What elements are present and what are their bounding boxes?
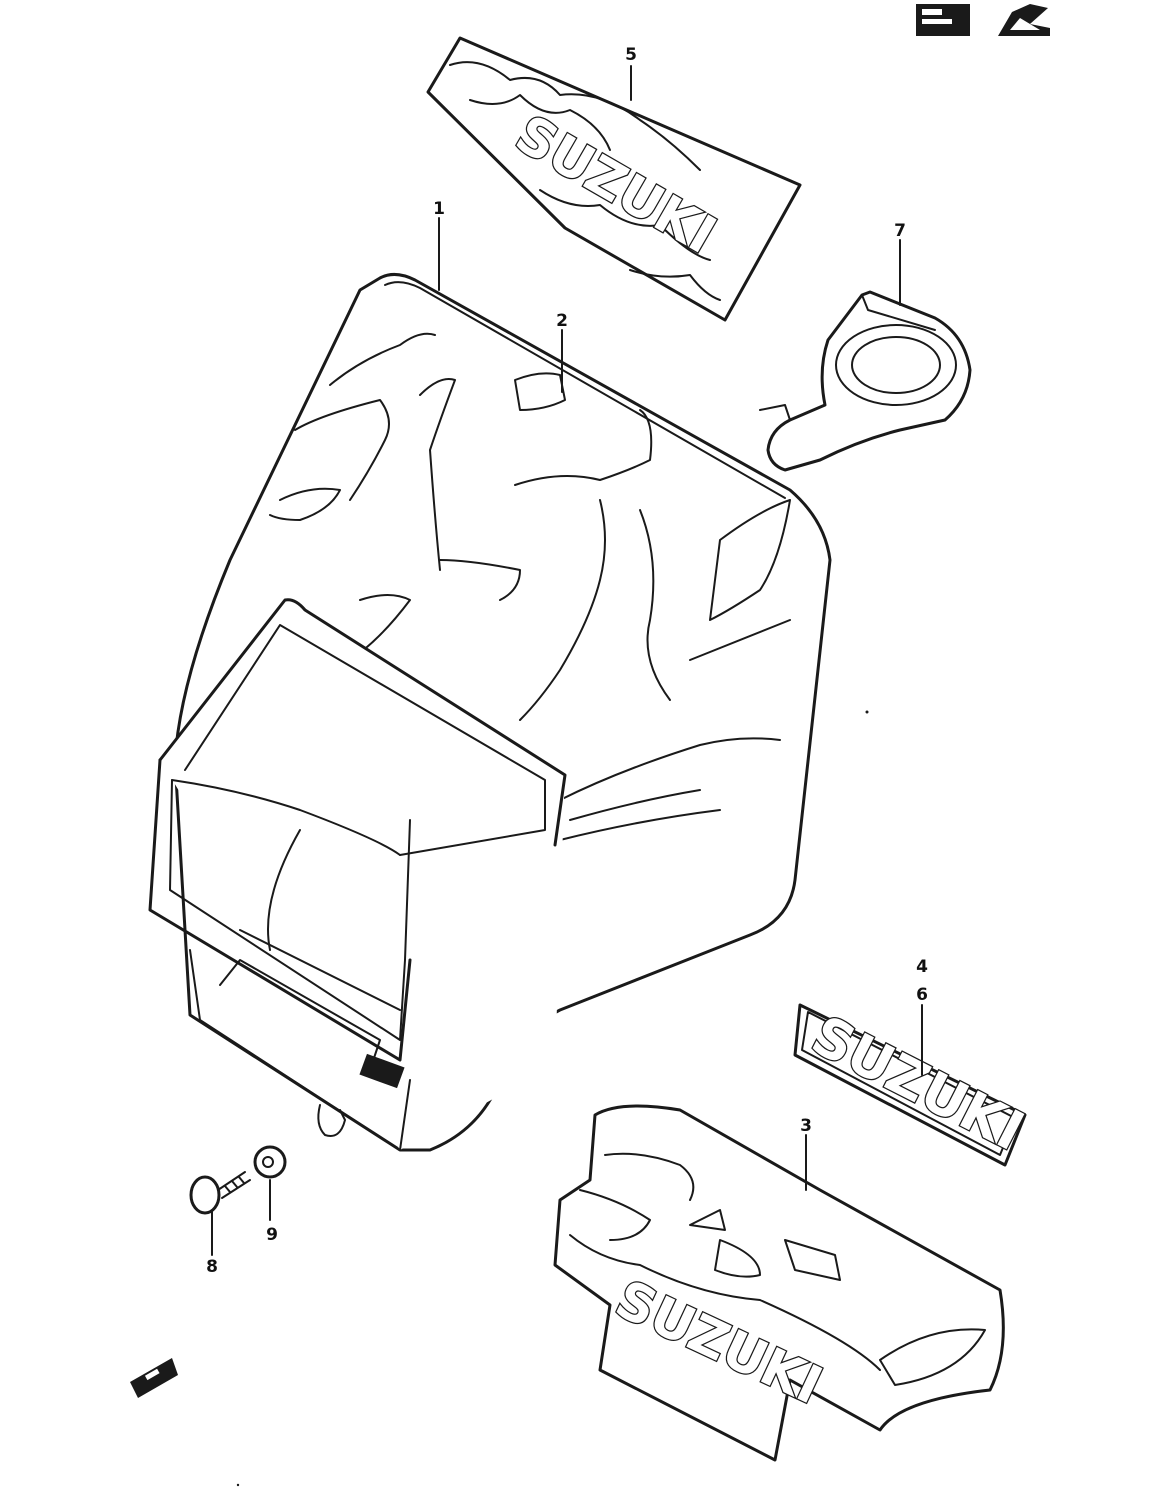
top-decal-logo: SUZUKI <box>506 104 726 266</box>
headlight-cowl <box>148 273 832 1152</box>
screw <box>189 1171 251 1215</box>
callout-1: 1 <box>433 199 445 219</box>
stray-mark <box>865 710 869 714</box>
callout-9: 9 <box>266 1225 278 1245</box>
side-emblem-logo: SUZUKI <box>802 1003 1033 1163</box>
lower-decal: SUZUKI <box>553 1104 1005 1462</box>
callout-labels: 5 1 2 7 4 6 3 8 9 <box>206 45 928 1277</box>
headlight-clamp <box>759 290 972 472</box>
stray-mark <box>236 1483 240 1487</box>
callout-2: 2 <box>556 311 568 331</box>
washer <box>253 1145 287 1179</box>
callout-3: 3 <box>800 1116 812 1136</box>
top-decal: SUZUKI <box>426 36 802 322</box>
lower-decal-logo: SUZUKI <box>607 1269 831 1416</box>
catalog-emblem-icon <box>916 4 1050 36</box>
callout-6: 6 <box>916 985 928 1005</box>
leader-lines <box>211 65 923 1256</box>
side-emblem: SUZUKI <box>793 1002 1035 1167</box>
callout-5: 5 <box>625 45 637 65</box>
callout-4: 4 <box>916 957 928 977</box>
front-direction-arrow-icon <box>130 1358 178 1398</box>
callout-7: 7 <box>894 221 906 241</box>
callout-8: 8 <box>206 1257 218 1277</box>
